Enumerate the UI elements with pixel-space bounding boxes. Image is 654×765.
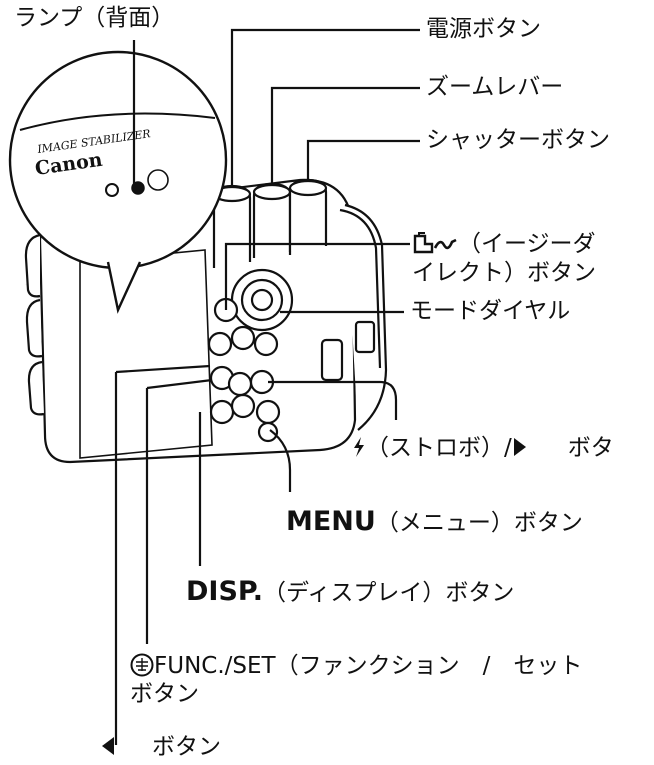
menu-key: MENU	[286, 506, 376, 537]
direct-button-label: （イージーダ	[412, 230, 596, 258]
flash-icon	[354, 437, 364, 457]
direct-label-text: （イージーダ	[458, 231, 596, 257]
top-controls	[212, 178, 328, 268]
lamp-callout: IMAGE STABILIZER Canon	[8, 50, 228, 314]
menu-button-label: MENU（メニュー）ボタン	[286, 508, 583, 537]
menu-label-text: （メニュー）ボタン	[375, 510, 583, 536]
disp-key: DISP.	[186, 576, 263, 607]
flash-label-tail: ボタ	[567, 435, 614, 461]
flash-button-label: （ストロボ）/ ボタ	[352, 434, 614, 462]
disp-button-label: DISP.（ディスプレイ）ボタン	[186, 578, 514, 607]
flash-label-text: （ストロボ）/	[366, 435, 512, 461]
power-button-label: 電源ボタン	[426, 16, 541, 42]
left-button-label: ボタン	[100, 733, 221, 761]
left-button-text: ボタン	[152, 734, 221, 760]
func-set-icon	[130, 653, 154, 677]
right-triangle-icon	[513, 438, 526, 456]
func-label-text: FUNC./SET（ファンクション / セット	[154, 653, 583, 679]
rear-buttons	[207, 268, 294, 443]
left-triangle-icon	[102, 737, 114, 755]
leader-lines	[114, 28, 420, 745]
print-share-icon	[413, 232, 457, 254]
func-label-line2: ボタン	[130, 681, 199, 707]
lamp-label: ランプ（背面）	[14, 5, 175, 31]
func-set-button-label: FUNC./SET（ファンクション / セット	[130, 652, 582, 680]
zoom-lever-label: ズームレバー	[426, 74, 564, 100]
direct-label-line2: イレクト）ボタン	[412, 260, 596, 286]
shutter-button-label: シャッターボタン	[426, 127, 610, 153]
disp-label-text: （ディスプレイ）ボタン	[263, 580, 515, 606]
mode-dial-label: モードダイヤル	[410, 298, 571, 324]
